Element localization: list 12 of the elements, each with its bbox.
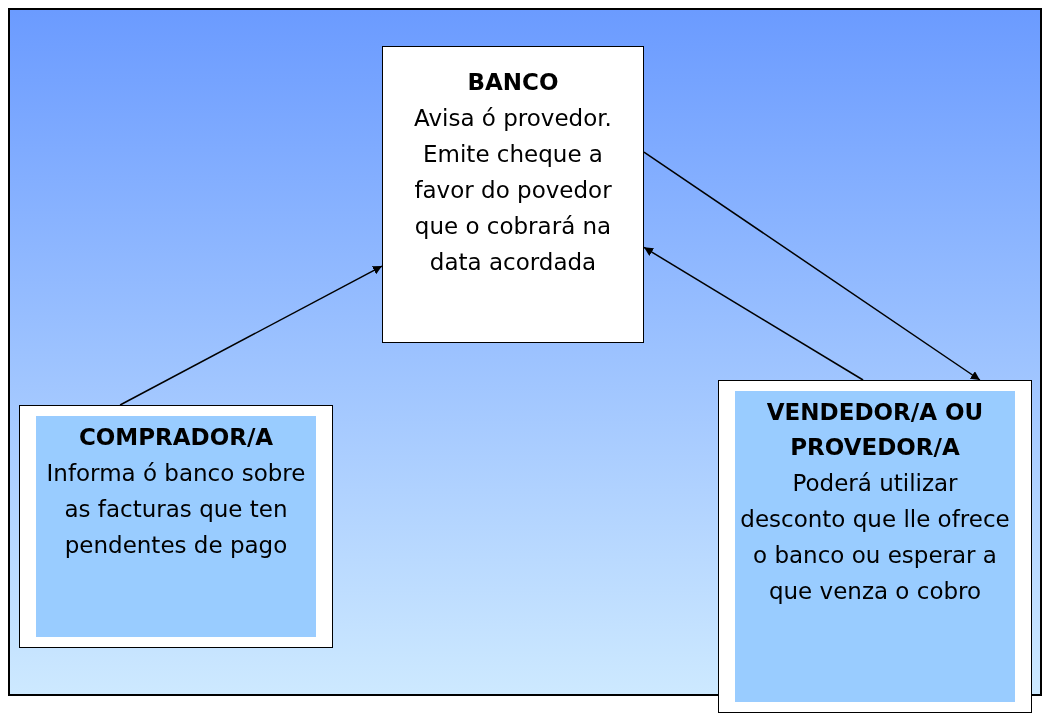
box-text: Informa ó banco sobre as facturas que ten pendentes de pago xyxy=(45,459,307,560)
text-box xyxy=(718,380,1032,713)
box-heading: COMPRADOR/A xyxy=(78,423,274,452)
box-heading: VENDEDOR/A OU PROVEDOR/A xyxy=(765,398,985,462)
text-box xyxy=(382,46,644,343)
box-text: Avisa ó provedor. Emite cheque a favor do povedor que o cobrará na data acordada xyxy=(413,104,613,277)
text-box xyxy=(19,405,333,648)
arrow xyxy=(643,246,864,381)
arrow xyxy=(643,151,981,381)
box-heading: BANCO xyxy=(467,68,559,97)
box-text: Poderá utilizar desconto que lle ofrece o banco ou esperar a que venza o cobro xyxy=(739,469,1011,606)
arrow xyxy=(119,265,383,406)
